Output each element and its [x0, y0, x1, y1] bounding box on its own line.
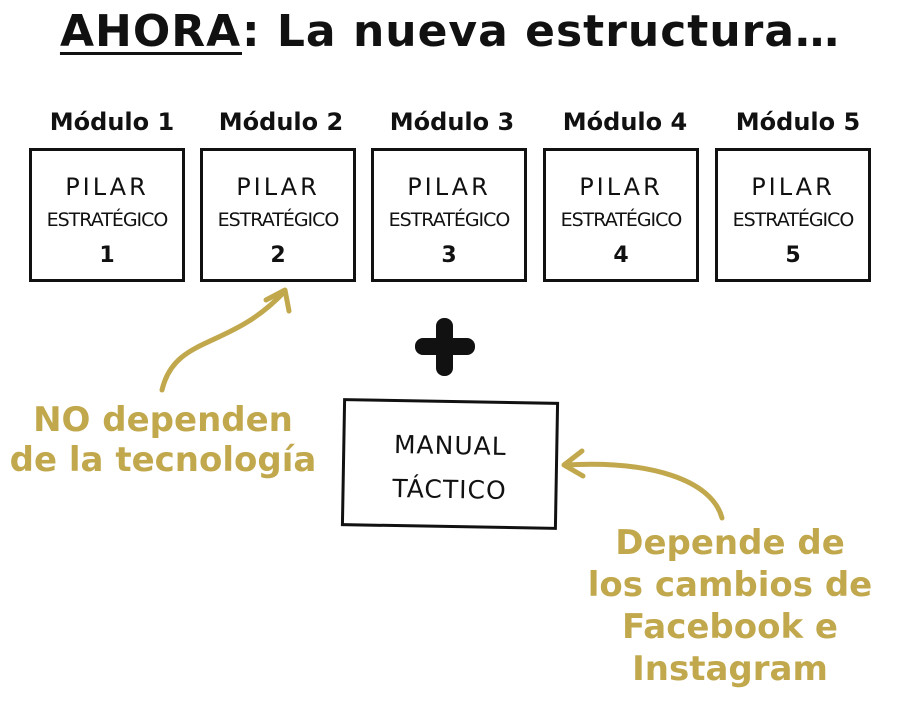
- pillar-box-4: PILAR ESTRATÉGICO 4: [543, 148, 699, 282]
- annotation-right: Depende de los cambios de Facebook e Ins…: [585, 522, 875, 690]
- curved-arrow-icon: [159, 289, 287, 393]
- pillar-box-3: PILAR ESTRATÉGICO 3: [371, 148, 527, 282]
- module-label-4: Módulo 4: [562, 108, 688, 136]
- pillar-number: 5: [785, 243, 801, 268]
- annotation-right-line2: los cambios de: [587, 565, 873, 605]
- pillar-title: PILAR: [236, 173, 320, 201]
- annotation-right-line3: Facebook e: [622, 607, 838, 647]
- module-label-5: Módulo 5: [735, 108, 861, 136]
- title-rest: : La nueva estructura…: [241, 6, 841, 57]
- arrowhead-left: [561, 448, 586, 479]
- pillar-box-2: PILAR ESTRATÉGICO 2: [200, 148, 356, 282]
- annotation-right-line4: Instagram: [632, 649, 828, 689]
- module-label-2: Módulo 2: [218, 108, 344, 136]
- module-label-3: Módulo 3: [389, 108, 515, 136]
- pillar-title: PILAR: [407, 173, 491, 201]
- pillar-title: PILAR: [579, 173, 663, 201]
- annotation-left-line1: NO dependen: [33, 400, 293, 440]
- annotation-left-line2: de la tecnología: [9, 440, 317, 480]
- pillar-box-5: PILAR ESTRATÉGICO 5: [715, 148, 871, 282]
- pillar-box-1: PILAR ESTRATÉGICO 1: [29, 148, 185, 282]
- page-title: AHORA: La nueva estructura…: [0, 6, 900, 57]
- arrowhead-up: [263, 287, 292, 314]
- pillar-number: 3: [441, 243, 457, 268]
- pillar-title: PILAR: [751, 173, 835, 201]
- pillar-number: 1: [99, 243, 115, 268]
- pillar-subtitle: ESTRATÉGICO: [388, 209, 511, 231]
- pillar-subtitle: ESTRATÉGICO: [732, 209, 855, 231]
- annotation-left: NO dependen de la tecnología: [8, 400, 318, 480]
- module-label-1: Módulo 1: [49, 108, 175, 136]
- pillar-number: 4: [613, 243, 629, 268]
- annotation-right-line1: Depende de: [615, 523, 845, 563]
- pillar-subtitle: ESTRATÉGICO: [217, 209, 340, 231]
- pillar-subtitle: ESTRATÉGICO: [46, 209, 169, 231]
- title-emphasis: AHORA: [59, 6, 242, 57]
- pillar-title: PILAR: [65, 173, 149, 201]
- pillar-number: 2: [270, 243, 286, 268]
- curved-arrow-icon: [562, 461, 725, 521]
- plus-icon: [413, 318, 477, 376]
- pillar-subtitle: ESTRATÉGICO: [560, 209, 683, 231]
